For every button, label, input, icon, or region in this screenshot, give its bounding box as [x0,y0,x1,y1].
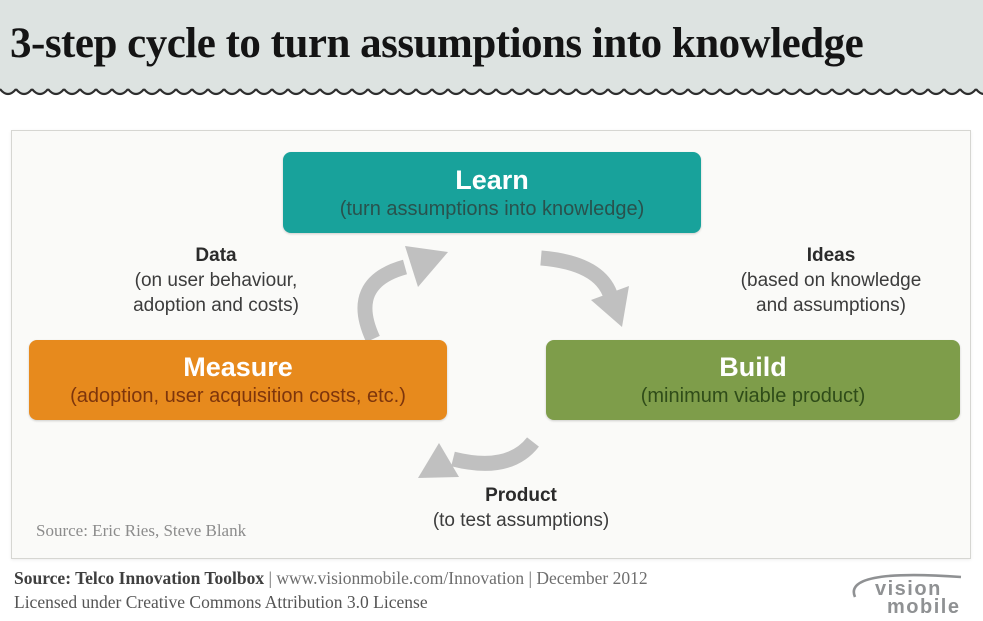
label-ideas-title: Ideas [806,245,856,266]
arrow-measure-to-learn [357,259,408,343]
scalloped-divider [0,86,983,100]
arrow-learn-to-build [540,250,619,300]
logo-text-mobile: mobile [887,596,960,617]
node-learn-subtitle: (turn assumptions into knowledge) [339,197,645,220]
label-product-title: Product [485,485,557,506]
node-measure-subtitle: (adoption, user acquisition costs, etc.) [70,385,406,407]
label-data-line1: (on user behaviour, [134,270,298,291]
label-data: Data (on user behaviour, adoption and co… [86,243,346,318]
visionmobile-logo: vision mobile [852,573,962,617]
footer-license-line: Licensed under Creative Commons Attribut… [14,592,428,612]
footer-source-line: Source: Telco Innovation Toolbox | www.v… [14,568,648,589]
diagram-panel: Learn (turn assumptions into knowledge) … [11,130,971,559]
node-build[interactable]: Build (minimum viable product) [546,340,960,420]
footer-source-rest: | www.visionmobile.com/Innovation | Dece… [264,568,648,588]
arrow-build-to-measure [451,437,539,471]
label-product-line1: (to test assumptions) [432,510,610,531]
footer-source-bold: Source: Telco Innovation Toolbox [14,568,265,588]
arrowhead-down [591,286,629,327]
label-ideas-line2: and assumptions) [756,295,906,316]
node-build-subtitle: (minimum viable product) [640,385,866,407]
logo-text-vision: vision [875,578,942,600]
node-measure-title: Measure [183,352,293,382]
node-measure[interactable]: Measure (adoption, user acquisition cost… [29,340,447,420]
arrowhead-left [418,443,459,478]
arrowhead-up [405,246,448,287]
label-data-title: Data [195,245,237,266]
logo-swoosh-icon [852,573,962,598]
node-learn[interactable]: Learn (turn assumptions into knowledge) [283,152,701,233]
cycle-arrows [357,246,629,478]
inner-source-note: Source: Eric Ries, Steve Blank [36,521,247,540]
page-title: 3-step cycle to turn assumptions into kn… [10,19,864,67]
header-band: 3-step cycle to turn assumptions into kn… [0,0,983,86]
label-ideas-line1: (based on knowledge [740,270,922,291]
node-learn-title: Learn [455,164,529,195]
node-build-title: Build [719,352,787,382]
label-data-line2: adoption and costs) [133,295,299,316]
label-product: Product (to test assumptions) [391,483,651,533]
label-ideas: Ideas (based on knowledge and assumption… [701,243,961,318]
